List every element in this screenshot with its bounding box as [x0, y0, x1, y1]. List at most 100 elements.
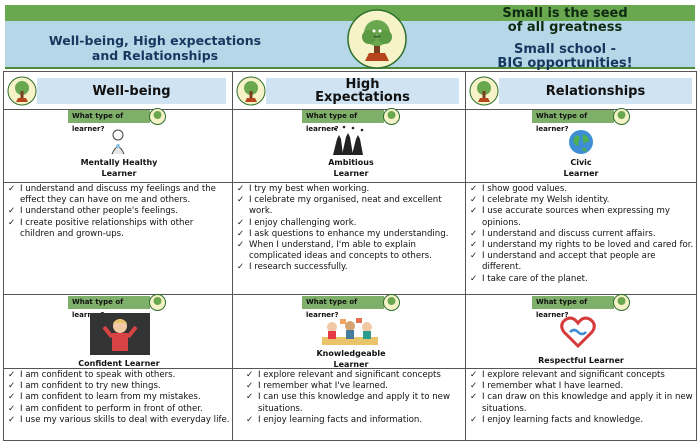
column-title-line1: High: [345, 77, 380, 92]
learner-label-civic: Civic Learner: [526, 157, 636, 179]
learner-label-ambitious: Ambitious Learner: [296, 157, 406, 179]
list-item: I explore relevant and significant conce…: [244, 370, 463, 381]
column-title-wellbeing: Well-being: [37, 78, 226, 104]
banner-values-line1: Well-being, High expectations: [48, 33, 262, 48]
list-knowledgeable: I explore relevant and significant conce…: [244, 370, 463, 426]
what-type-of-learner-strip: What type of learner?: [532, 294, 630, 319]
school-logo-icon: [613, 294, 630, 311]
list-item: I am confident to speak with others.: [6, 370, 230, 381]
list-item: I am confident to try new things.: [6, 381, 230, 392]
reaching-stars-icon: [333, 125, 364, 155]
column-divider: [232, 72, 233, 440]
school-logo-icon: [236, 76, 266, 106]
list-item: I can draw on this knowledge and apply i…: [468, 392, 696, 414]
learner-label-line1: Civic: [570, 158, 592, 167]
learner-label-respectful: Respectful Learner: [526, 355, 636, 366]
banner-values-heading: Well-being, High expectations and Relati…: [5, 33, 305, 63]
list-item: When I understand, I'm able to explain c…: [235, 240, 463, 262]
list-ambitious: I try my best when working. I celebrate …: [235, 184, 463, 274]
school-logo-icon: [7, 76, 37, 106]
heart-hands-icon: [560, 316, 596, 348]
learner-label-line1: Knowledgeable: [316, 349, 386, 358]
what-type-of-learner-strip: What type of learner?: [302, 294, 400, 319]
column-header-high-expectations: High Expectations: [233, 75, 465, 107]
list-item: I create positive relationships with oth…: [6, 218, 230, 240]
row-divider: [4, 109, 696, 110]
what-type-label: What type of learner?: [306, 112, 358, 133]
list-item: I celebrate my Welsh identity.: [468, 195, 696, 206]
column-header-wellbeing: Well-being: [4, 75, 232, 107]
what-type-label: What type of learner?: [72, 112, 124, 133]
list-item: I explore relevant and significant conce…: [468, 370, 696, 381]
school-logo-icon: [149, 108, 166, 125]
banner-slogan: Small school - BIG opportunities!: [435, 43, 695, 71]
learner-label-line1: Mentally Healthy: [80, 158, 158, 167]
globe-icon: [569, 130, 593, 154]
learner-label-confident: Confident Learner: [64, 358, 174, 369]
list-item: I remember what I've learned.: [244, 381, 463, 392]
column-title-high-expectations: High Expectations: [266, 78, 459, 104]
row-divider: [4, 368, 696, 369]
school-logo-icon: [347, 9, 407, 69]
list-item: I understand other people's feelings.: [6, 206, 230, 217]
header-banner: Well-being, High expectations and Relati…: [5, 5, 695, 71]
list-item: I try my best when working.: [235, 184, 463, 195]
list-item: I celebrate my organised, neat and excel…: [235, 195, 463, 217]
column-title-relationships: Relationships: [499, 78, 692, 104]
list-item: I ask questions to enhance my understand…: [235, 229, 463, 240]
what-type-label: What type of learner?: [536, 298, 588, 319]
list-respectful: I explore relevant and significant conce…: [468, 370, 696, 426]
list-item: I use accurate sources when expressing m…: [468, 206, 696, 228]
values-grid: Well-being High Expectations Relationshi…: [3, 71, 697, 441]
list-item: I understand and discuss current affairs…: [468, 229, 696, 240]
list-item: I understand and accept that people are …: [468, 251, 696, 273]
banner-motto-line1: Small is the seed: [502, 6, 628, 21]
column-divider: [465, 72, 466, 440]
what-type-of-learner-strip: What type of learner?: [302, 108, 400, 133]
healthy-person-icon: [111, 129, 125, 155]
learner-label-line1: Respectful Learner: [538, 356, 624, 365]
banner-slogan-line2: BIG opportunities!: [497, 56, 633, 71]
list-healthy: I understand and discuss my feelings and…: [6, 184, 230, 240]
list-item: I am confident to perform in front of ot…: [6, 404, 230, 415]
learner-label-line2: Learner: [333, 169, 369, 178]
school-logo-icon: [149, 294, 166, 311]
confident-child-icon: [90, 313, 150, 355]
what-type-label: What type of learner?: [306, 298, 358, 319]
learner-label-line1: Ambitious: [328, 158, 374, 167]
list-item: I enjoy challenging work.: [235, 218, 463, 229]
list-item: I am confident to learn from my mistakes…: [6, 392, 230, 403]
learner-label-knowledgeable: Knowledgeable Learner: [296, 348, 406, 370]
learner-label-line2: Learner: [101, 169, 137, 178]
school-logo-icon: [469, 76, 499, 106]
list-item: I enjoy learning facts and knowledge.: [468, 415, 696, 426]
school-logo-icon: [383, 108, 400, 125]
children-learning-icon: [322, 318, 378, 345]
row-divider: [4, 182, 696, 183]
list-item: I enjoy learning facts and information.: [244, 415, 463, 426]
list-item: I use my various skills to deal with eve…: [6, 415, 230, 426]
what-type-of-learner-strip: What type of learner?: [68, 108, 166, 133]
row-divider: [4, 294, 696, 295]
learner-label-line2: Learner: [333, 360, 369, 369]
banner-motto-line2: of all greatness: [507, 20, 623, 35]
column-header-relationships: Relationships: [466, 75, 698, 107]
what-type-of-learner-strip: What type of learner?: [532, 108, 630, 133]
list-item: I show good values.: [468, 184, 696, 195]
banner-green-strip: [5, 5, 695, 21]
list-item: I research successfully.: [235, 262, 463, 273]
learner-label-line2: Learner: [563, 169, 599, 178]
list-item: I understand and discuss my feelings and…: [6, 184, 230, 206]
what-type-label: What type of learner?: [72, 298, 124, 319]
list-civic: I show good values. I celebrate my Welsh…: [468, 184, 696, 285]
banner-values-line2: and Relationships: [91, 48, 219, 63]
list-item: I understand my rights to be loved and c…: [468, 240, 696, 251]
learner-label-line1: Confident Learner: [78, 359, 160, 368]
list-confident: I am confident to speak with others. I a…: [6, 370, 230, 426]
list-item: I remember what I have learned.: [468, 381, 696, 392]
school-logo-icon: [613, 108, 630, 125]
what-type-of-learner-strip: What type of learner?: [68, 294, 166, 319]
banner-slogan-line1: Small school -: [513, 42, 617, 57]
learner-label-healthy: Mentally Healthy Learner: [64, 157, 174, 179]
list-item: I take care of the planet.: [468, 274, 696, 285]
